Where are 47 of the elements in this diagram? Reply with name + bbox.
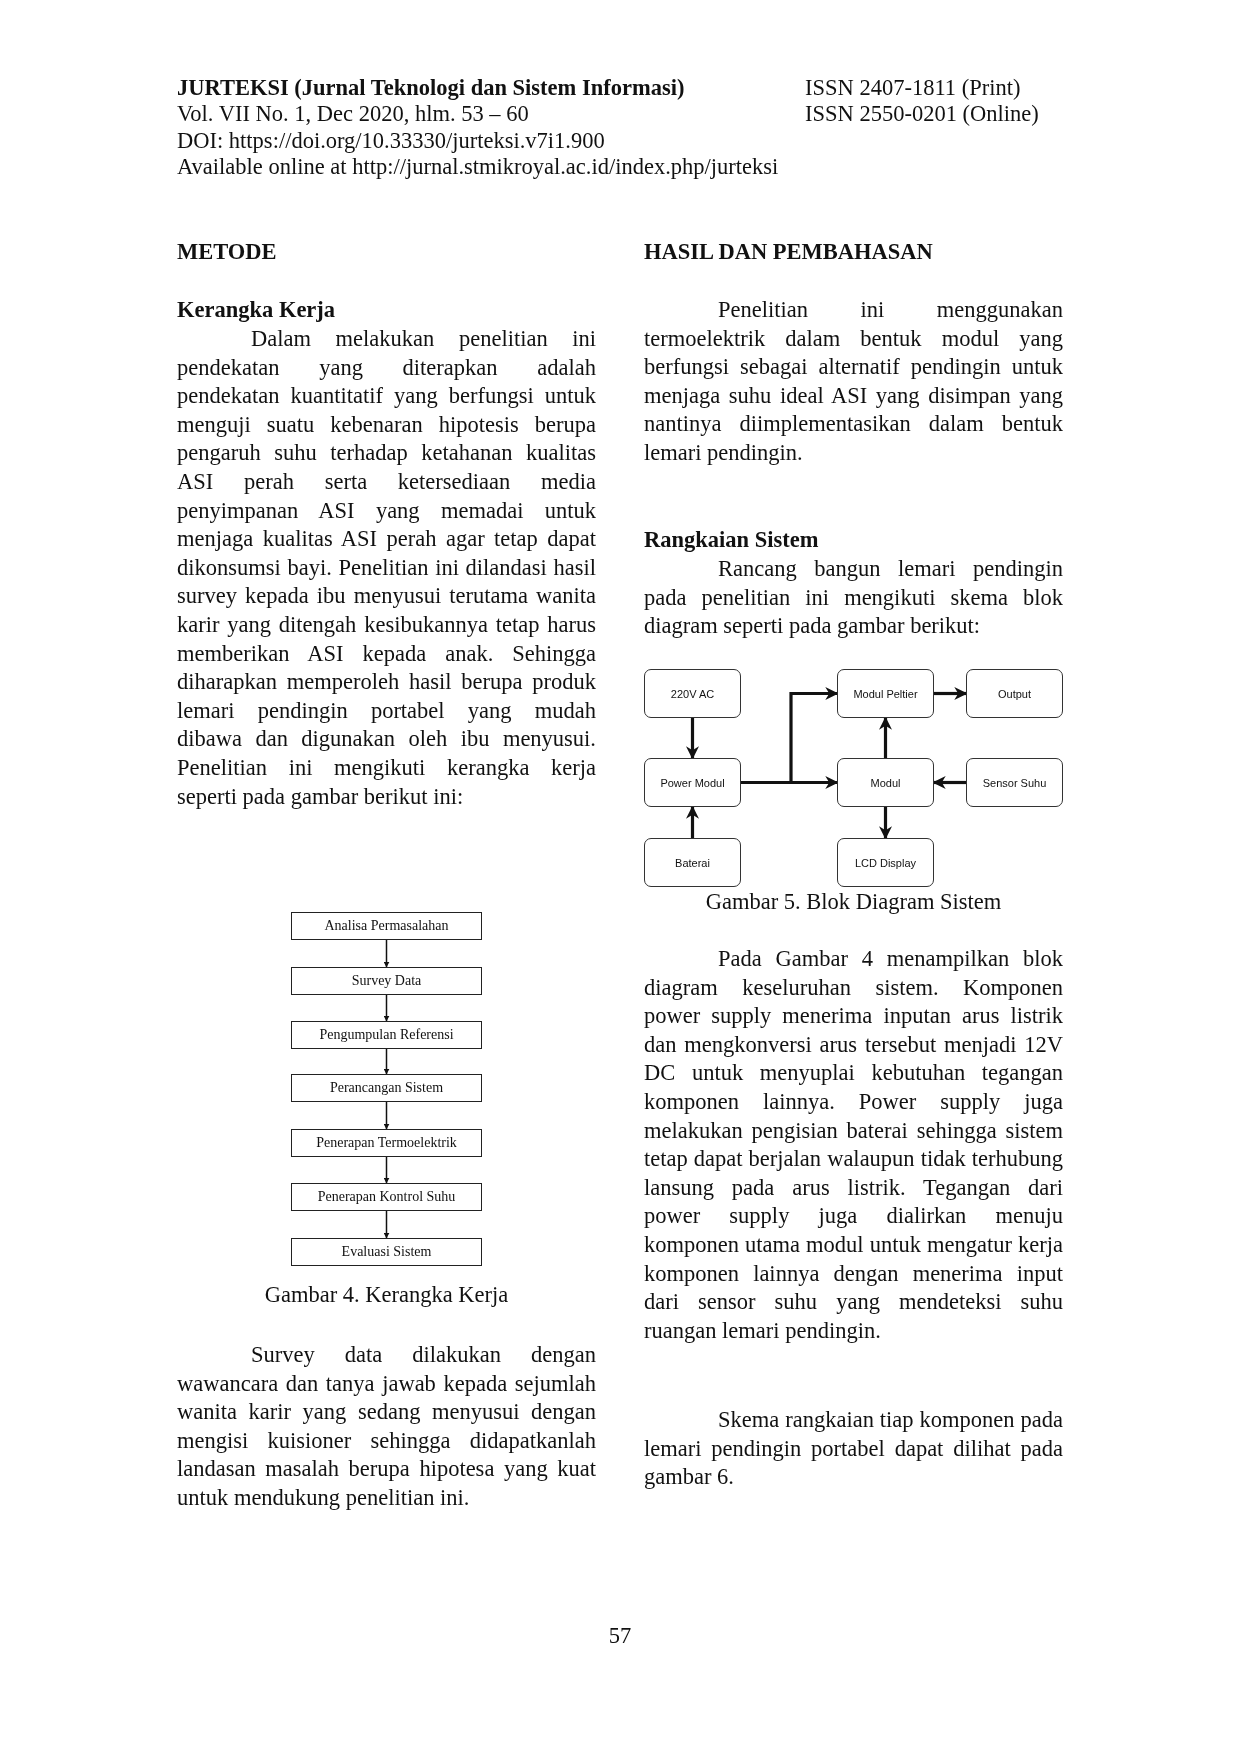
arrow	[383, 1210, 390, 1239]
page-number: 57	[607, 1622, 633, 1650]
process-box: Pengumpulan Referensi	[291, 1021, 482, 1049]
body-paragraph: Penelitian ini menggunakan termoelektrik dalam bentuk modul yang berfungsi sebagai alternatif pendingin untuk menjaga suhu ideal ASI yang disimpan yang nantinya diimplementasikan dalam bentuk lemari pendingin.	[644, 296, 1063, 467]
block-box: Output	[966, 669, 1063, 718]
arrow	[383, 939, 390, 968]
figure-caption: Gambar 4. Kerangka Kerja	[263, 1281, 510, 1309]
issn-text: ISSN 2407-1811 (Print)	[805, 74, 1022, 102]
process-box: Penerapan Termoelektrik	[291, 1129, 482, 1157]
subheading: Kerangka Kerja	[177, 296, 337, 324]
arrow	[383, 1101, 390, 1130]
body-paragraph: Dalam melakukan penelitian ini pendekatan yang diterapkan adalah pendekatan kuantitatif yang berfungsi untuk menguji suatu kebenaran hipotesis berupa pengaruh suhu terhadap ketahanan kualitas ASI perah serta ketersediaan media penyimpanan ASI yang memadai untuk menjaga kualitas ASI perah agar tetap dapat dikonsumsi bayi. Penelitian ini dilandasi hasil survey kepada ibu menyusui terutama wanita karir yang ditengah kesibukannya tetap harus memberikan ASI kepada anak. Sehingga diharapkan memperoleh hasil berupa produk lemari pendingin portabel yang mudah dibawa dan digunakan oleh ibu menyusui. Penelitian ini mengikuti kerangka kerja seperti pada gambar berikut ini:	[177, 325, 596, 811]
arrow	[686, 718, 699, 760]
availability-text: Available online at http://jurnal.stmikroyal.ac.id/index.php/jurteksi	[177, 153, 780, 181]
body-paragraph: Skema rangkaian tiap komponen pada lemari pendingin portabel dapat dilihat pada gambar 6.	[644, 1406, 1063, 1492]
block-box: Sensor Suhu	[966, 758, 1063, 807]
arrow	[741, 776, 839, 789]
arrow	[383, 1048, 390, 1075]
process-box: Evaluasi Sistem	[291, 1238, 482, 1266]
block-box: Baterai	[644, 838, 741, 887]
doi-text: DOI: https://doi.org/10.33330/jurteksi.v7i1.900	[177, 127, 606, 155]
section-heading: METODE	[177, 238, 278, 266]
block-box: 220V AC	[644, 669, 741, 718]
subheading: Rangkaian Sistem	[644, 526, 820, 554]
section-heading: HASIL DAN PEMBAHASAN	[644, 238, 934, 266]
block-box: Modul Peltier	[837, 669, 934, 718]
process-box: Perancangan Sistem	[291, 1074, 482, 1102]
issn-text: ISSN 2550-0201 (Online)	[805, 100, 1040, 128]
process-box: Analisa Permasalahan	[291, 912, 482, 940]
arrow	[879, 807, 892, 840]
block-box: Power Modul	[644, 758, 741, 807]
arrow	[932, 776, 966, 789]
journal-title: JURTEKSI (Jurnal Teknologi dan Sistem Informasi)	[177, 74, 686, 102]
figure-caption: Gambar 5. Blok Diagram Sistem	[704, 888, 1003, 916]
body-paragraph: Survey data dilakukan dengan wawancara dan tanya jawab kepada sejumlah wanita karir yang sedang menyusui dengan mengisi kuisioner sehingga didapatkanlah landasan masalah berupa hipotesa yang kuat untuk mendukung penelitian ini.	[177, 1341, 596, 1512]
arrow	[934, 687, 968, 700]
arrow	[383, 994, 390, 1022]
block-box: LCD Display	[837, 838, 934, 887]
body-paragraph: Pada Gambar 4 menampilkan blok diagram keseluruhan sistem. Komponen power supply menerima inputan arus listrik dan mengkonversi arus tersebut menjadi 12V DC untuk menyuplai kebutuhan tegangan komponen lainnya. Power supply juga melakukan pengisian baterai sehingga sistem tetap dapat berjalan walaupun tidak terhubung lansung pada arus listrik. Tegangan dari power supply juga dialirkan menuju komponen utama modul untuk mengatur kerja komponen lainnya dengan menerima input dari sensor suhu yang mendeteksi suhu ruangan lemari pendingin.	[644, 945, 1063, 1345]
volume-text: Vol. VII No. 1, Dec 2020, hlm. 53 – 60	[177, 100, 530, 128]
process-box: Penerapan Kontrol Suhu	[291, 1183, 482, 1211]
arrow	[879, 716, 892, 758]
body-paragraph: Rancang bangun lemari pendingin pada penelitian ini mengikuti skema blok diagram seperti pada gambar berikut:	[644, 555, 1063, 641]
block-box: Modul	[837, 758, 934, 807]
process-box: Survey Data	[291, 967, 482, 995]
arrow	[383, 1156, 390, 1184]
arrow	[686, 805, 699, 838]
